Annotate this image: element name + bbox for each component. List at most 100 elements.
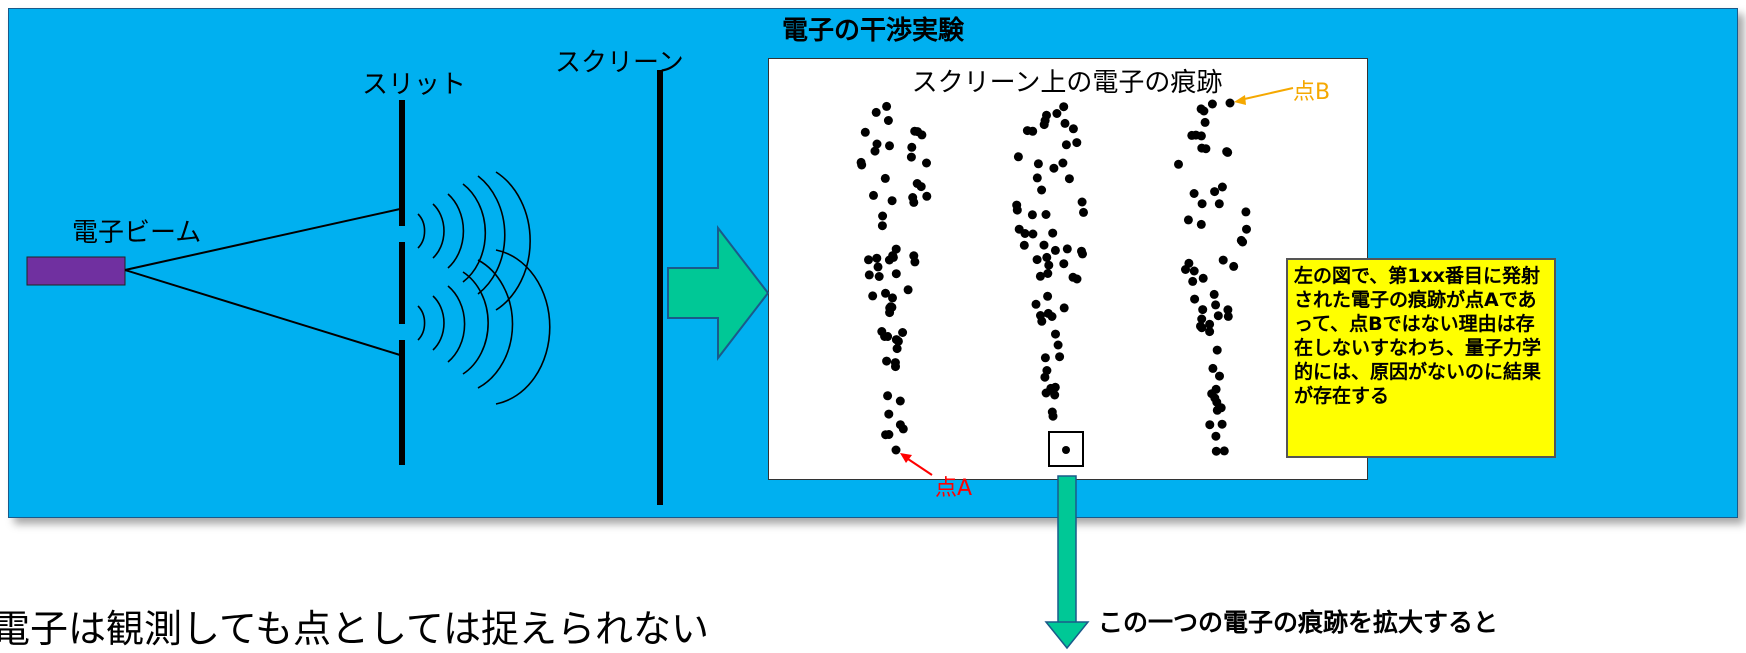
electron-dot: [878, 211, 888, 221]
electron-dot: [1189, 189, 1199, 198]
highlighted-dot: [1062, 446, 1070, 454]
zoom-arrow-shaft: [1057, 475, 1077, 625]
electron-dot: [1041, 388, 1051, 398]
electron-dot: [898, 328, 908, 337]
electron-dot: [885, 141, 894, 151]
electron-dot: [1207, 99, 1217, 109]
electron-dot: [1061, 140, 1071, 150]
electron-dot: [1019, 240, 1029, 250]
electron-dot: [1051, 329, 1060, 339]
electron-dot: [1211, 384, 1221, 394]
electron-dot: [860, 127, 870, 137]
electron-dot: [1208, 363, 1218, 373]
electron-dot: [1044, 260, 1054, 270]
electron-dot: [1187, 130, 1197, 140]
electron-dot: [1174, 159, 1183, 169]
electron-dot: [1049, 163, 1059, 173]
electron-dot: [1048, 228, 1058, 238]
waves-upper: [417, 171, 531, 311]
electron-dot: [1072, 138, 1082, 148]
electron-dot: [1013, 152, 1023, 162]
electron-dot: [907, 142, 917, 152]
diagram-title: 電子の干渉実験: [781, 16, 964, 46]
electron-dot: [1223, 305, 1233, 315]
electron-dot: [877, 221, 887, 231]
electron-dot: [1196, 219, 1206, 229]
electron-dot: [1205, 420, 1215, 430]
electron-dot: [1198, 305, 1208, 315]
electron-dot: [864, 255, 873, 265]
electron-dot: [869, 190, 878, 200]
electron-dot: [1079, 207, 1088, 217]
electron-dot: [1043, 291, 1053, 301]
electron-dot: [1059, 259, 1069, 269]
electron-dot: [872, 139, 882, 149]
electron-dot: [864, 270, 874, 280]
electron-dot: [871, 107, 881, 117]
electron-dot: [1189, 266, 1199, 276]
electron-dot: [1032, 173, 1042, 183]
beam-line-lower: [124, 269, 401, 356]
electron-dot: [1042, 252, 1052, 262]
electron-dot: [884, 409, 894, 419]
electron-dot: [1210, 187, 1220, 197]
electron-dot: [1181, 265, 1190, 274]
electron-dot: [1040, 372, 1050, 382]
zoom-arrow-head: [1044, 621, 1090, 650]
point-b-pointer: [1239, 87, 1294, 101]
electron-dot: [1214, 199, 1224, 209]
electron-dot: [1219, 446, 1229, 456]
electron-dot: [895, 396, 905, 406]
electron-dot: [1048, 386, 1058, 396]
electron-dot: [874, 272, 884, 281]
electron-dot: [880, 173, 890, 183]
electron-dot: [881, 288, 890, 298]
waves-lower: [417, 249, 551, 405]
electron-dot: [893, 336, 903, 346]
electron-dot: [873, 262, 883, 272]
electron-dot: [1210, 393, 1220, 403]
electron-dot: [1041, 210, 1051, 219]
electron-beam-label: 電子ビーム: [72, 218, 202, 248]
electron-dot: [1053, 340, 1063, 350]
point-a-label: 点A: [935, 476, 973, 501]
screen-trace-box: [768, 58, 1368, 480]
electron-dot: [1043, 269, 1053, 278]
electron-dot: [883, 116, 893, 125]
electron-dot: [892, 344, 902, 354]
electron-dot: [922, 191, 932, 201]
electron-dot: [883, 332, 893, 341]
electron-dot: [912, 179, 922, 188]
electron-dot: [882, 356, 892, 366]
electron-dot: [1077, 197, 1087, 207]
electron-dot: [868, 291, 878, 301]
electron-dot: [1052, 109, 1062, 118]
electron-dot: [890, 358, 900, 368]
electron-dot: [882, 101, 892, 111]
screen-trace-title: スクリーン上の電子の痕跡: [911, 68, 1223, 98]
electron-dot: [887, 302, 897, 312]
electron-dot: [1028, 229, 1038, 239]
electron-dot: [1190, 294, 1200, 304]
electron-dot: [1033, 159, 1043, 169]
electron-dot: [1027, 210, 1037, 220]
electron-dot: [1218, 255, 1228, 265]
electron-dot: [1062, 244, 1072, 254]
electron-dot: [1197, 314, 1207, 324]
electron-dot: [1212, 405, 1222, 415]
electron-dot: [1032, 255, 1042, 265]
slit-label: スリット: [362, 70, 467, 100]
electron-dot: [1055, 352, 1065, 362]
electron-dot: [1225, 98, 1235, 108]
electron-dot: [1040, 353, 1050, 363]
point-a-arrowhead: [900, 453, 912, 463]
electron-dot: [884, 430, 894, 439]
electron-dot: [1037, 185, 1047, 195]
point-a-pointer: [904, 456, 933, 476]
electron-dot: [1072, 274, 1082, 284]
electron-dot: [1035, 271, 1045, 281]
electron-dot: [856, 157, 866, 167]
electron-dot: [884, 255, 894, 265]
electron-dot: [1205, 327, 1215, 337]
electron-dot: [1211, 300, 1221, 310]
